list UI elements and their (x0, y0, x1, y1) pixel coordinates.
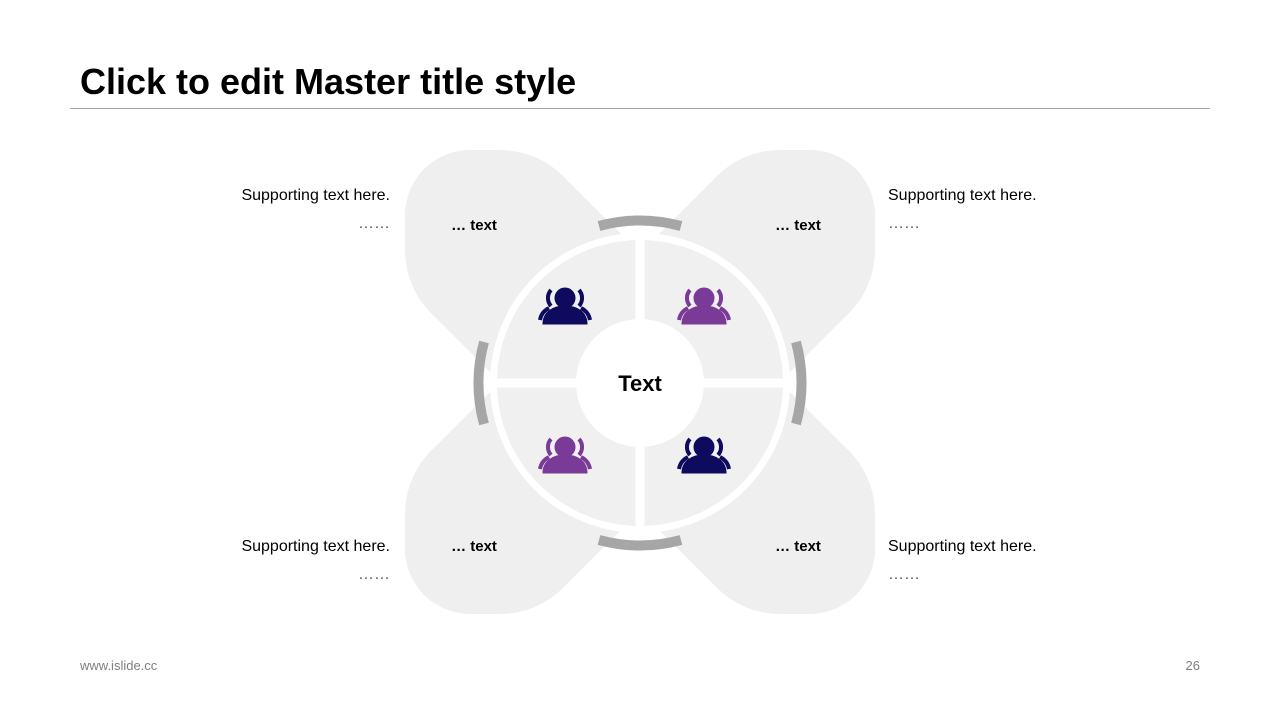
arc-left (473, 340, 489, 426)
petal-label-top-left[interactable]: … text (451, 217, 497, 234)
petal-label-top-right[interactable]: … text (775, 217, 821, 234)
arc-bottom (597, 535, 683, 551)
title-divider (70, 108, 1210, 109)
support-ellipsis[interactable]: …… (358, 566, 390, 583)
support-text[interactable]: Supporting text here. (241, 538, 390, 555)
arc-right (791, 340, 807, 426)
support-text[interactable]: Supporting text here. (888, 187, 1037, 204)
petal-top-left (405, 150, 640, 385)
support-ellipsis[interactable]: …… (888, 566, 920, 583)
support-text[interactable]: Supporting text here. (888, 538, 1037, 555)
support-text[interactable]: Supporting text here. (241, 187, 390, 204)
support-text-top-right: Supporting text here. …… (888, 182, 1108, 238)
footer-url: www.islide.cc (80, 658, 158, 673)
support-text-top-left: Supporting text here. …… (170, 182, 390, 238)
support-ellipsis[interactable]: …… (358, 215, 390, 232)
outer-ring-arcs (473, 215, 807, 551)
slide-title[interactable]: Click to edit Master title style (80, 61, 577, 102)
support-text-bottom-right: Supporting text here. …… (888, 533, 1108, 589)
support-text-bottom-left: Supporting text here. …… (170, 533, 390, 589)
petal-bottom-right (640, 379, 875, 614)
center-label[interactable]: Text (618, 371, 662, 396)
petal-top-right (640, 150, 875, 385)
petal-bottom-left (405, 379, 640, 614)
support-ellipsis[interactable]: …… (888, 215, 920, 232)
petal-label-bottom-right[interactable]: … text (775, 538, 821, 555)
petal-label-bottom-left[interactable]: … text (451, 538, 497, 555)
page-number: 26 (1185, 658, 1200, 673)
arc-top (597, 215, 683, 231)
center-circle (576, 319, 704, 447)
